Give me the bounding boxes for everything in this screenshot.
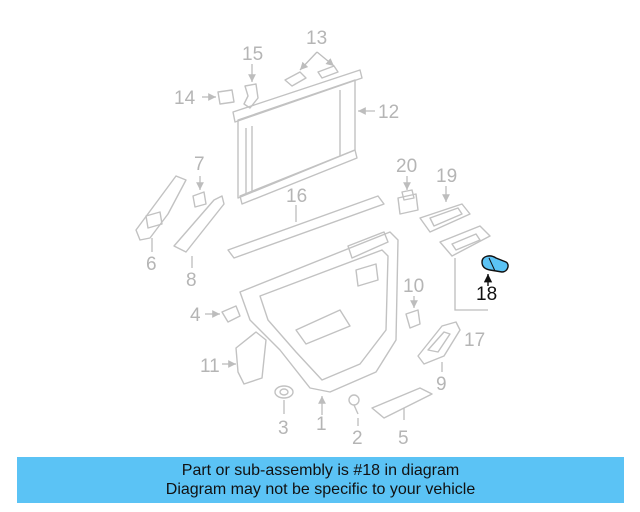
- part-5-trim-panel: [371, 387, 433, 420]
- callout-7: 7: [194, 154, 205, 175]
- callout-8: 8: [186, 270, 197, 291]
- part-12-sunshade: [232, 69, 375, 205]
- banner-line-disclaimer: Diagram may not be specific to your vehi…: [165, 481, 476, 498]
- callout-17: 17: [464, 330, 485, 351]
- part-13-clips: [284, 51, 339, 87]
- callout-2: 2: [352, 428, 363, 449]
- callout-14: 14: [174, 88, 196, 109]
- callout-4: 4: [190, 305, 201, 326]
- part-16-trim-strip: [227, 195, 385, 259]
- banner-line-part: Part or sub-assembly is #18 in diagram: [181, 462, 460, 479]
- part-10-bracket: [405, 296, 421, 329]
- part-2-screw: [348, 394, 360, 426]
- callout-1: 1: [316, 414, 327, 435]
- callout-3: 3: [278, 418, 289, 439]
- part-14-clip: [202, 89, 235, 105]
- part-8-pillar-trim: [173, 195, 225, 268]
- callout-9: 9: [436, 374, 447, 395]
- part-15-bracket: [243, 64, 259, 109]
- callout-10: 10: [403, 276, 424, 297]
- part-20-switch: [397, 176, 419, 215]
- callout-16: 16: [286, 186, 307, 207]
- callout-20: 20: [396, 156, 417, 177]
- info-banner: Part or sub-assembly is #18 in diagram D…: [17, 457, 624, 503]
- callout-5: 5: [398, 428, 409, 449]
- part-4-clip: [205, 305, 241, 323]
- part-6-pillar-trim: [135, 175, 187, 252]
- callout-19: 19: [436, 166, 457, 187]
- part-1-door-trim-panel: [239, 231, 399, 415]
- callout-15: 15: [242, 44, 263, 65]
- part-19-handle-bezel: [419, 186, 471, 233]
- callout-13: 13: [306, 28, 327, 49]
- part-7-pillar-clip: [192, 176, 207, 208]
- part-9-pull-handle: [417, 321, 461, 372]
- part-18-highlighted-plug[interactable]: [481, 255, 509, 286]
- parts-diagram: 1 2 3 4 5 6 7 8 9 10 11 12 13 14 15 16 1…: [135, 28, 509, 449]
- callout-11: 11: [200, 356, 220, 377]
- callout-6: 6: [146, 254, 157, 275]
- part-11-bracket: [222, 331, 267, 385]
- callout-18: 18: [476, 284, 497, 305]
- part-3-fastener: [274, 385, 294, 414]
- part-17-handle-assembly: [439, 225, 491, 311]
- callout-12: 12: [378, 102, 399, 123]
